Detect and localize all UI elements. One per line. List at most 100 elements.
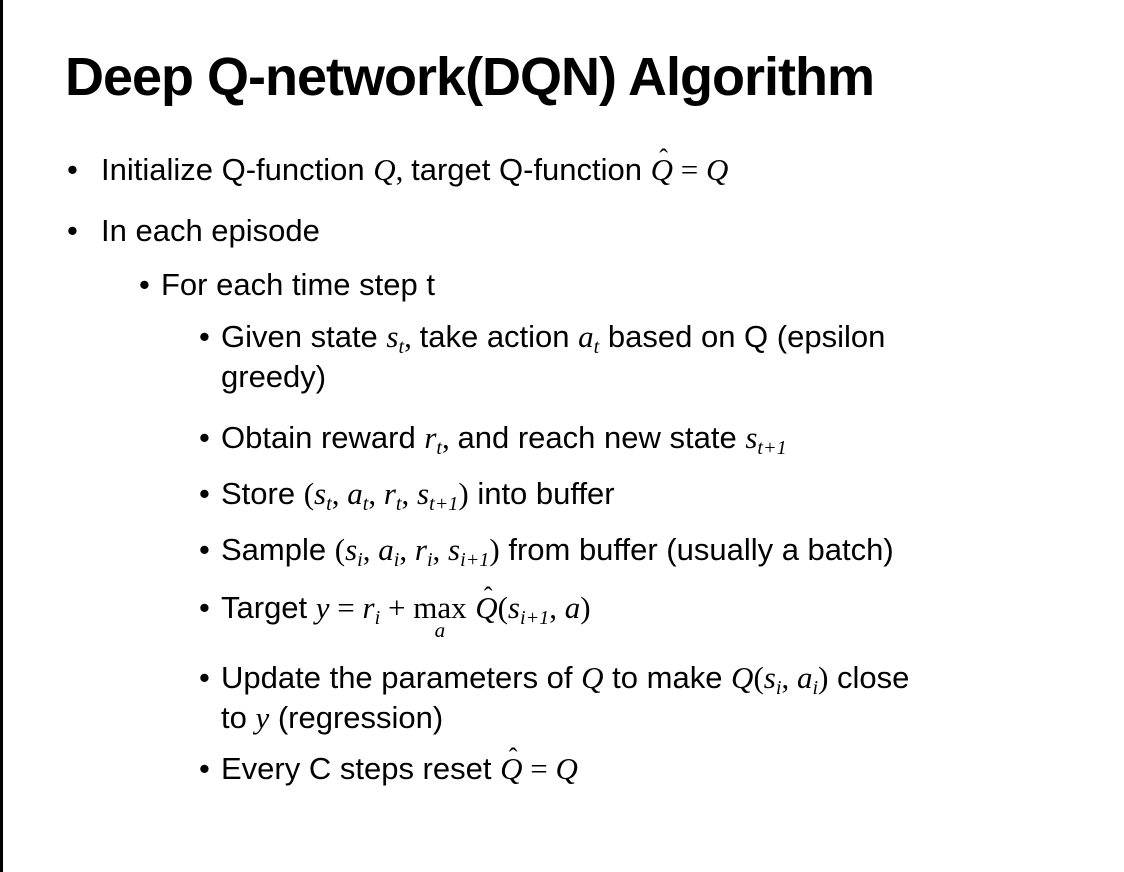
math-variable: s [507, 590, 520, 625]
plain-text: target Q-function [411, 152, 651, 187]
plain-text: into buffer [468, 476, 615, 511]
plain-text: take action [419, 319, 579, 354]
math-variable: Q [500, 751, 523, 786]
math-punctuation: ) [818, 660, 829, 695]
bullet-marker: • [67, 152, 78, 187]
bullet-text: In each episode [101, 213, 1124, 249]
bullet-marker: • [199, 590, 210, 625]
math-variable: Q [475, 590, 498, 625]
bullet-marker: • [139, 267, 150, 302]
math-subscript: i [426, 548, 433, 571]
math-variable: r [383, 476, 396, 511]
math-punctuation: ) [489, 532, 500, 567]
bullet-marker: • [199, 476, 210, 511]
math-punctuation: , [432, 532, 449, 567]
math-variable: Q [650, 152, 674, 187]
math-punctuation: , [399, 532, 415, 567]
math-punctuation: ( [497, 590, 508, 625]
bullet-text: Store (st, at, rt, st+1) into buffer [221, 476, 1124, 516]
math-variable: r [414, 532, 427, 567]
max-word: max [413, 590, 467, 625]
plain-text: (regression) [269, 700, 444, 735]
math-subscript: i [374, 606, 381, 629]
bullet-text: Sample (si, ai, ri, si+1) from buffer (u… [221, 532, 1124, 572]
bullet-list: •Initialize Q-function Q, target Q-funct… [3, 144, 1124, 787]
math-punctuation: ) [580, 590, 591, 625]
plain-text: In each episode [101, 213, 320, 248]
plain-text: Every C steps reset [221, 751, 501, 786]
plain-text: For each time step t [161, 267, 435, 302]
math-punctuation: , [442, 420, 458, 455]
bullet-marker: • [199, 420, 210, 455]
math-variable: Q [706, 152, 729, 187]
math-subscript: t [326, 492, 332, 515]
math-variable: r [424, 420, 437, 455]
plain-text: based on Q (epsilon [599, 319, 886, 354]
math-punctuation: ) [458, 476, 469, 511]
math-subscript: i [812, 676, 819, 699]
math-punctuation: = [673, 152, 707, 187]
hat-accent: ˆ [659, 143, 669, 173]
math-punctuation: , [368, 476, 384, 511]
bullet-marker: • [199, 532, 210, 567]
math-punctuation: , [401, 476, 418, 511]
plain-text [467, 590, 476, 625]
bullet-marker: • [199, 660, 210, 695]
bullet-text: For each time step t [161, 267, 1124, 303]
math-variable: r [362, 590, 375, 625]
math-punctuation: , [362, 532, 379, 567]
math-variable: a [796, 660, 813, 695]
bullet-text: Given state st, take action at based on … [221, 319, 1124, 395]
plain-text: greedy) [221, 359, 327, 394]
math-punctuation: , [331, 476, 348, 511]
math-subscript: i+1 [460, 548, 490, 571]
math-subscript: i [393, 548, 400, 571]
math-variable: s [745, 420, 758, 455]
math-variable: y [255, 700, 270, 735]
bullet-text: Update the parameters of Q to make Q(si,… [221, 660, 1124, 736]
math-subscript: t [395, 492, 402, 515]
bullet-text: Obtain reward rt, and reach new state st… [221, 420, 1124, 460]
bullet-item: •In each episode [67, 213, 1124, 249]
math-subscript: t [362, 492, 369, 515]
bullet-item: •Given state st, take action at based on… [199, 319, 1124, 395]
math-punctuation: , [395, 152, 412, 187]
math-variable: a [347, 476, 363, 511]
max-underscript: a [434, 617, 446, 642]
slide-title: Deep Q-network(DQN) Algorithm [65, 47, 875, 107]
math-punctuation: , [404, 319, 420, 354]
math-punctuation: = [522, 751, 556, 786]
bullet-marker: • [199, 319, 210, 354]
math-variable: a [378, 532, 394, 567]
math-variable: Q [373, 152, 396, 187]
math-subscript: t [436, 436, 443, 459]
math-punctuation: ( [753, 660, 764, 695]
plain-text: Given state [221, 319, 387, 354]
hat-accent: ˆ [483, 581, 493, 611]
plain-text: to make [603, 660, 732, 695]
math-subscript: t+1 [429, 492, 459, 515]
math-variable: s [448, 532, 461, 567]
math-punctuation: + [380, 590, 414, 625]
math-punctuation: , [549, 590, 565, 625]
math-subscript: i+1 [520, 606, 550, 629]
plain-text: Sample [221, 532, 335, 567]
plain-text: close [828, 660, 910, 695]
math-variable: Q [581, 660, 604, 695]
math-punctuation: ( [303, 476, 315, 511]
math-subscript: i [775, 676, 782, 699]
math-subscript: t [398, 335, 405, 358]
math-variable: s [417, 476, 430, 511]
bullet-item: •Update the parameters of Q to make Q(si… [199, 660, 1124, 736]
math-variable: s [314, 476, 327, 511]
math-variable: a [578, 319, 594, 354]
plain-text: Update the parameters of [221, 660, 582, 695]
